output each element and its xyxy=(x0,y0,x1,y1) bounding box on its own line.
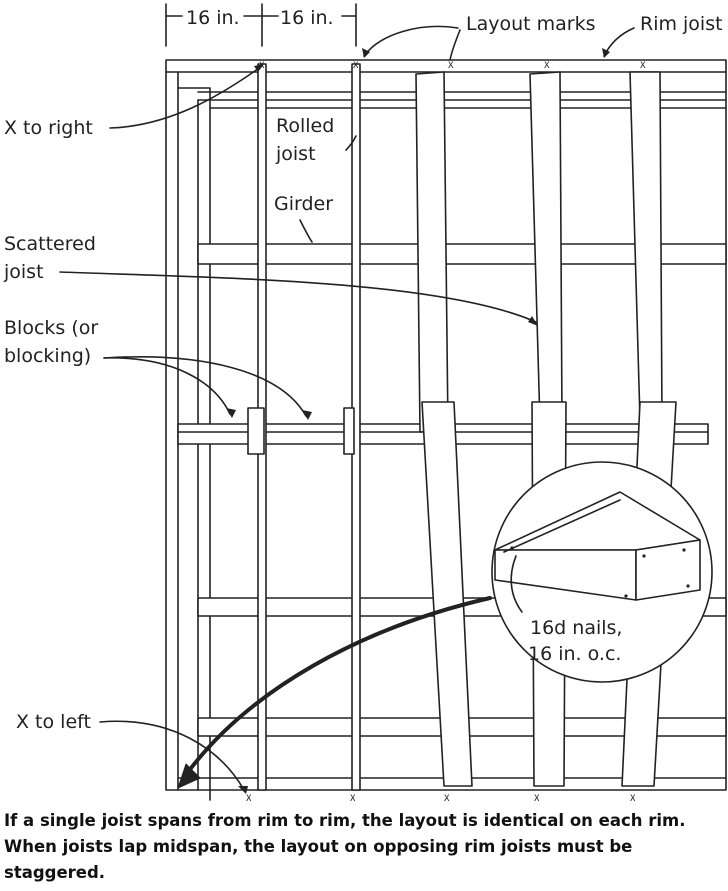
rim-joist-label: Rim joist xyxy=(640,13,723,35)
girder-label: Girder xyxy=(274,193,333,215)
layout-mark: X xyxy=(350,794,356,804)
layout-mark: X xyxy=(448,61,454,71)
layout-mark: X xyxy=(640,61,646,71)
blocks-label-line2: blocking) xyxy=(4,345,91,367)
layout-marks-leader-2 xyxy=(449,29,461,61)
rolled-joist-label-line2: joist xyxy=(275,143,316,165)
scattered-joist-leader xyxy=(59,271,537,323)
dimension-label: 16 in. xyxy=(186,7,240,29)
dimension-lines xyxy=(165,3,357,47)
layout-marks-label: Layout marks xyxy=(466,13,596,35)
labels: 16 in. 16 in. Layout marks Rim joist X t… xyxy=(3,7,723,733)
layout-mark: X xyxy=(534,794,540,804)
arrowheads xyxy=(226,48,610,794)
girder-leader xyxy=(299,219,313,243)
rolled-joist-leader xyxy=(345,135,357,151)
nails-label-line1: 16d nails, xyxy=(530,617,622,639)
layout-mark: X xyxy=(444,794,450,804)
layout-mark: X xyxy=(544,61,550,71)
leader-lines xyxy=(59,25,635,791)
girder xyxy=(197,243,727,265)
scattered-joist-label-line1: Scattered xyxy=(4,233,96,255)
scattered-joist-label-line2: joist xyxy=(3,261,44,283)
nail-detail-inset xyxy=(491,461,713,683)
layout-marks-leader xyxy=(363,25,459,57)
nails-label-line2: 16 in. o.c. xyxy=(528,643,621,665)
nails-leader xyxy=(510,555,523,613)
block-pieces xyxy=(247,407,355,455)
rolled-joist-label-line1: Rolled xyxy=(276,115,334,137)
figure-caption: If a single joist spans from rim to rim,… xyxy=(4,811,686,882)
layout-mark: X xyxy=(630,794,636,804)
blocks-leader-1 xyxy=(103,357,231,415)
x-to-left-label: X to left xyxy=(16,711,91,733)
x-to-right-leader xyxy=(109,65,263,129)
transfer-arrow xyxy=(177,596,492,789)
dimension-label: 16 in. xyxy=(280,7,334,29)
blocks-label-line1: Blocks (or xyxy=(4,317,98,339)
x-to-left-leader xyxy=(99,720,245,791)
layout-mark: X xyxy=(353,61,359,71)
x-to-right-label: X to right xyxy=(4,117,93,139)
blocks-leader-2 xyxy=(103,356,307,417)
layout-mark: X xyxy=(246,794,252,804)
